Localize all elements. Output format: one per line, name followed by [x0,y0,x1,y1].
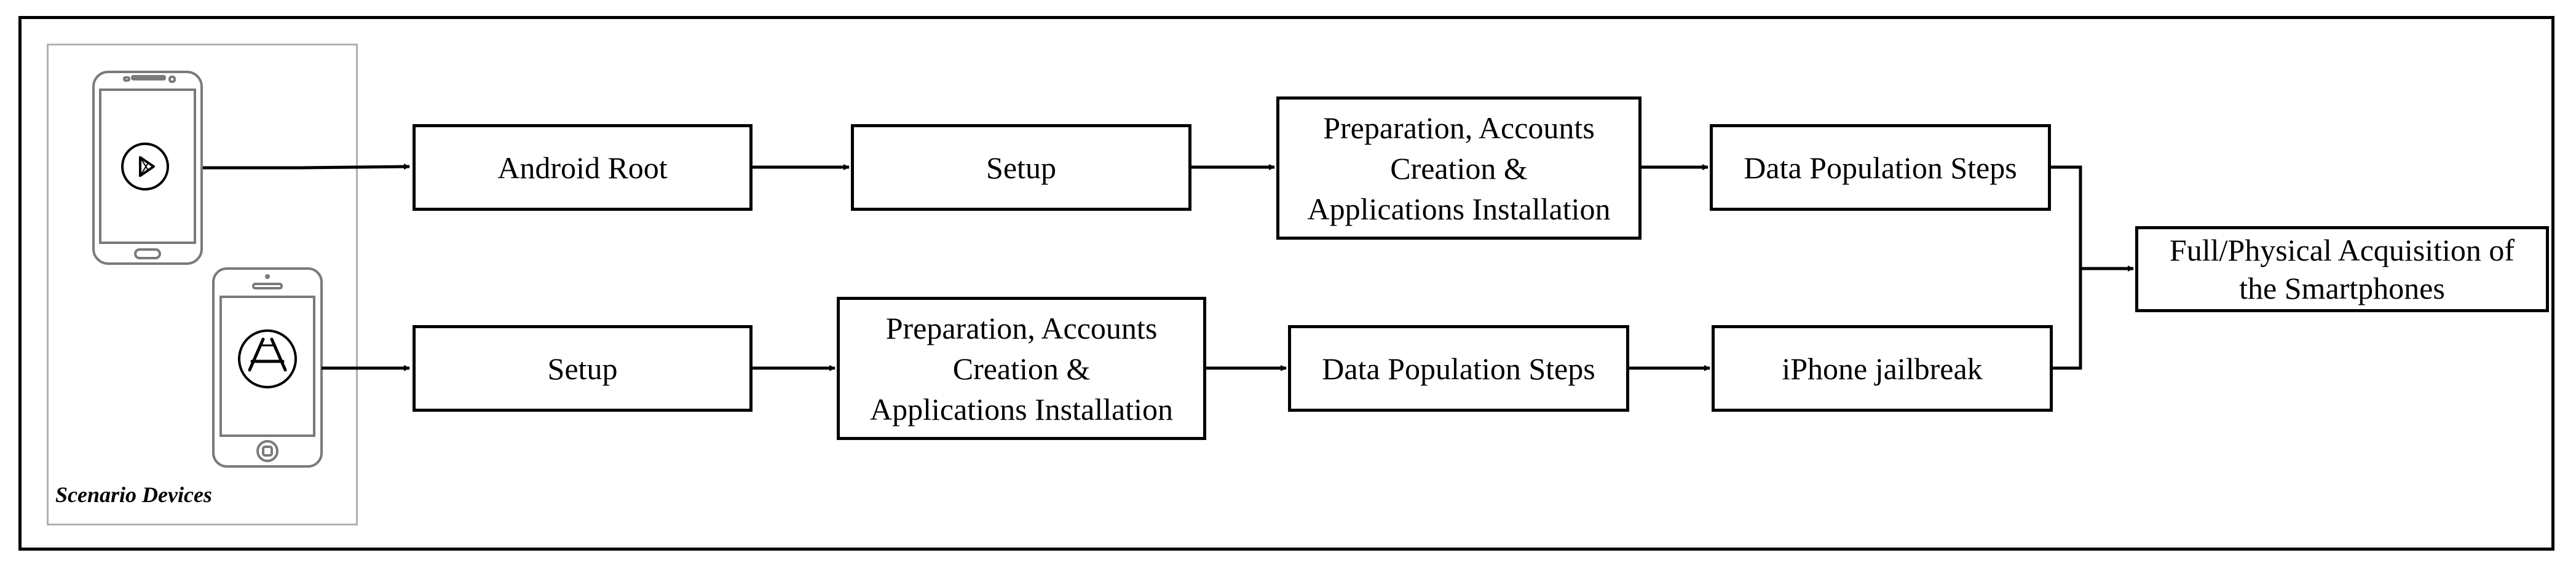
acquisition-line-2: the Smartphones [2239,271,2445,305]
android-data-population-box: Data Population Steps [1710,124,2051,211]
android-preparation-line-3: Applications Installation [1307,191,1611,226]
diagram-frame [18,16,2554,551]
full-physical-acquisition-box: Full/Physical Acquisition of the Smartph… [2135,226,2549,312]
scenario-devices-panel [47,44,358,525]
ios-preparation-line-1: Preparation, Accounts [885,310,1158,345]
android-preparation-box: Preparation, Accounts Creation & Applica… [1276,96,1642,240]
scenario-devices-label: Scenario Devices [55,482,212,507]
ios-data-population-box: Data Population Steps [1288,325,1629,412]
google-play-icon [121,143,169,191]
android-preparation-line-2: Creation & [1390,151,1528,186]
ios-preparation-box: Preparation, Accounts Creation & Applica… [837,297,1206,440]
connector-android-to-join [2050,165,2082,269]
android-setup-box: Setup [851,124,1191,211]
android-root-label: Android Root [497,150,668,185]
ios-setup-box: Setup [413,325,753,412]
ios-setup-label: Setup [547,351,618,386]
android-preparation-line-1: Preparation, Accounts [1323,110,1595,145]
ios-preparation-line-2: Creation & [952,351,1091,386]
android-setup-label: Setup [986,150,1056,185]
connector-jailbreak-to-join [2052,269,2082,370]
ios-data-population-label: Data Population Steps [1322,351,1595,386]
android-data-population-label: Data Population Steps [1744,150,2017,185]
android-root-box: Android Root [413,124,753,211]
iphone-jailbreak-label: iPhone jailbreak [1782,351,1983,386]
iphone-jailbreak-box: iPhone jailbreak [1712,325,2053,412]
acquisition-line-1: Full/Physical Acquisition of [2169,233,2515,267]
iphone-icon [212,267,323,468]
android-phone-icon [92,71,203,265]
ios-preparation-line-3: Applications Installation [870,391,1173,426]
app-store-icon [238,329,297,388]
arrow-android-to-root [203,163,410,170]
